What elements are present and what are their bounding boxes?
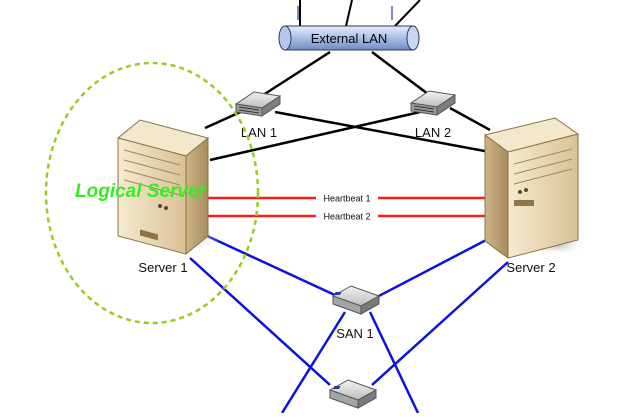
san-link-server2-san2 — [371, 261, 509, 386]
san-link-server2-san1 — [374, 236, 491, 300]
lan-link-lan1-server2 — [274, 110, 491, 154]
logical-server-label: Logical Server — [75, 181, 208, 202]
lan-link-lan2-server2 — [449, 106, 491, 132]
san-link-san1-down-right — [368, 311, 420, 414]
san2-switch[interactable] — [328, 379, 378, 409]
lan2-switch[interactable] — [409, 90, 457, 116]
external-lan-label: External LAN — [311, 31, 388, 46]
san1-switch[interactable] — [331, 285, 381, 315]
lan2-label: LAN 2 — [415, 125, 451, 140]
logical-server-outline — [44, 61, 260, 325]
heartbeat-2-label: Heartbeat 2 — [323, 212, 370, 222]
external-lan-bus[interactable]: External LAN — [278, 25, 420, 51]
lan-links — [204, 50, 491, 162]
lan1-switch[interactable] — [234, 91, 282, 117]
san-link-server1-san1 — [204, 233, 338, 298]
external-uplinks — [297, 0, 421, 27]
server2-tower[interactable] — [483, 117, 589, 259]
lan1-label: LAN 1 — [241, 125, 277, 140]
logical-server-group: Logical Server — [44, 61, 260, 325]
server1-tower[interactable] — [116, 119, 221, 256]
lan-link-extlan-lan1 — [259, 50, 331, 99]
server2-label: Server 2 — [506, 260, 555, 275]
heartbeat-1-label: Heartbeat 1 — [323, 194, 370, 204]
san-link-server1-san2 — [189, 257, 331, 386]
san-link-san1-down-left — [280, 311, 347, 414]
heartbeat-links: Heartbeat 1 Heartbeat 2 — [205, 191, 487, 223]
server1-label: Server 1 — [138, 260, 187, 275]
lan-link-extlan-lan2 — [371, 51, 433, 98]
san1-label: SAN 1 — [336, 326, 374, 341]
lan-link-lan2-server1 — [209, 110, 421, 162]
lan-link-lan1-server1 — [204, 108, 246, 130]
san-links — [189, 233, 509, 414]
